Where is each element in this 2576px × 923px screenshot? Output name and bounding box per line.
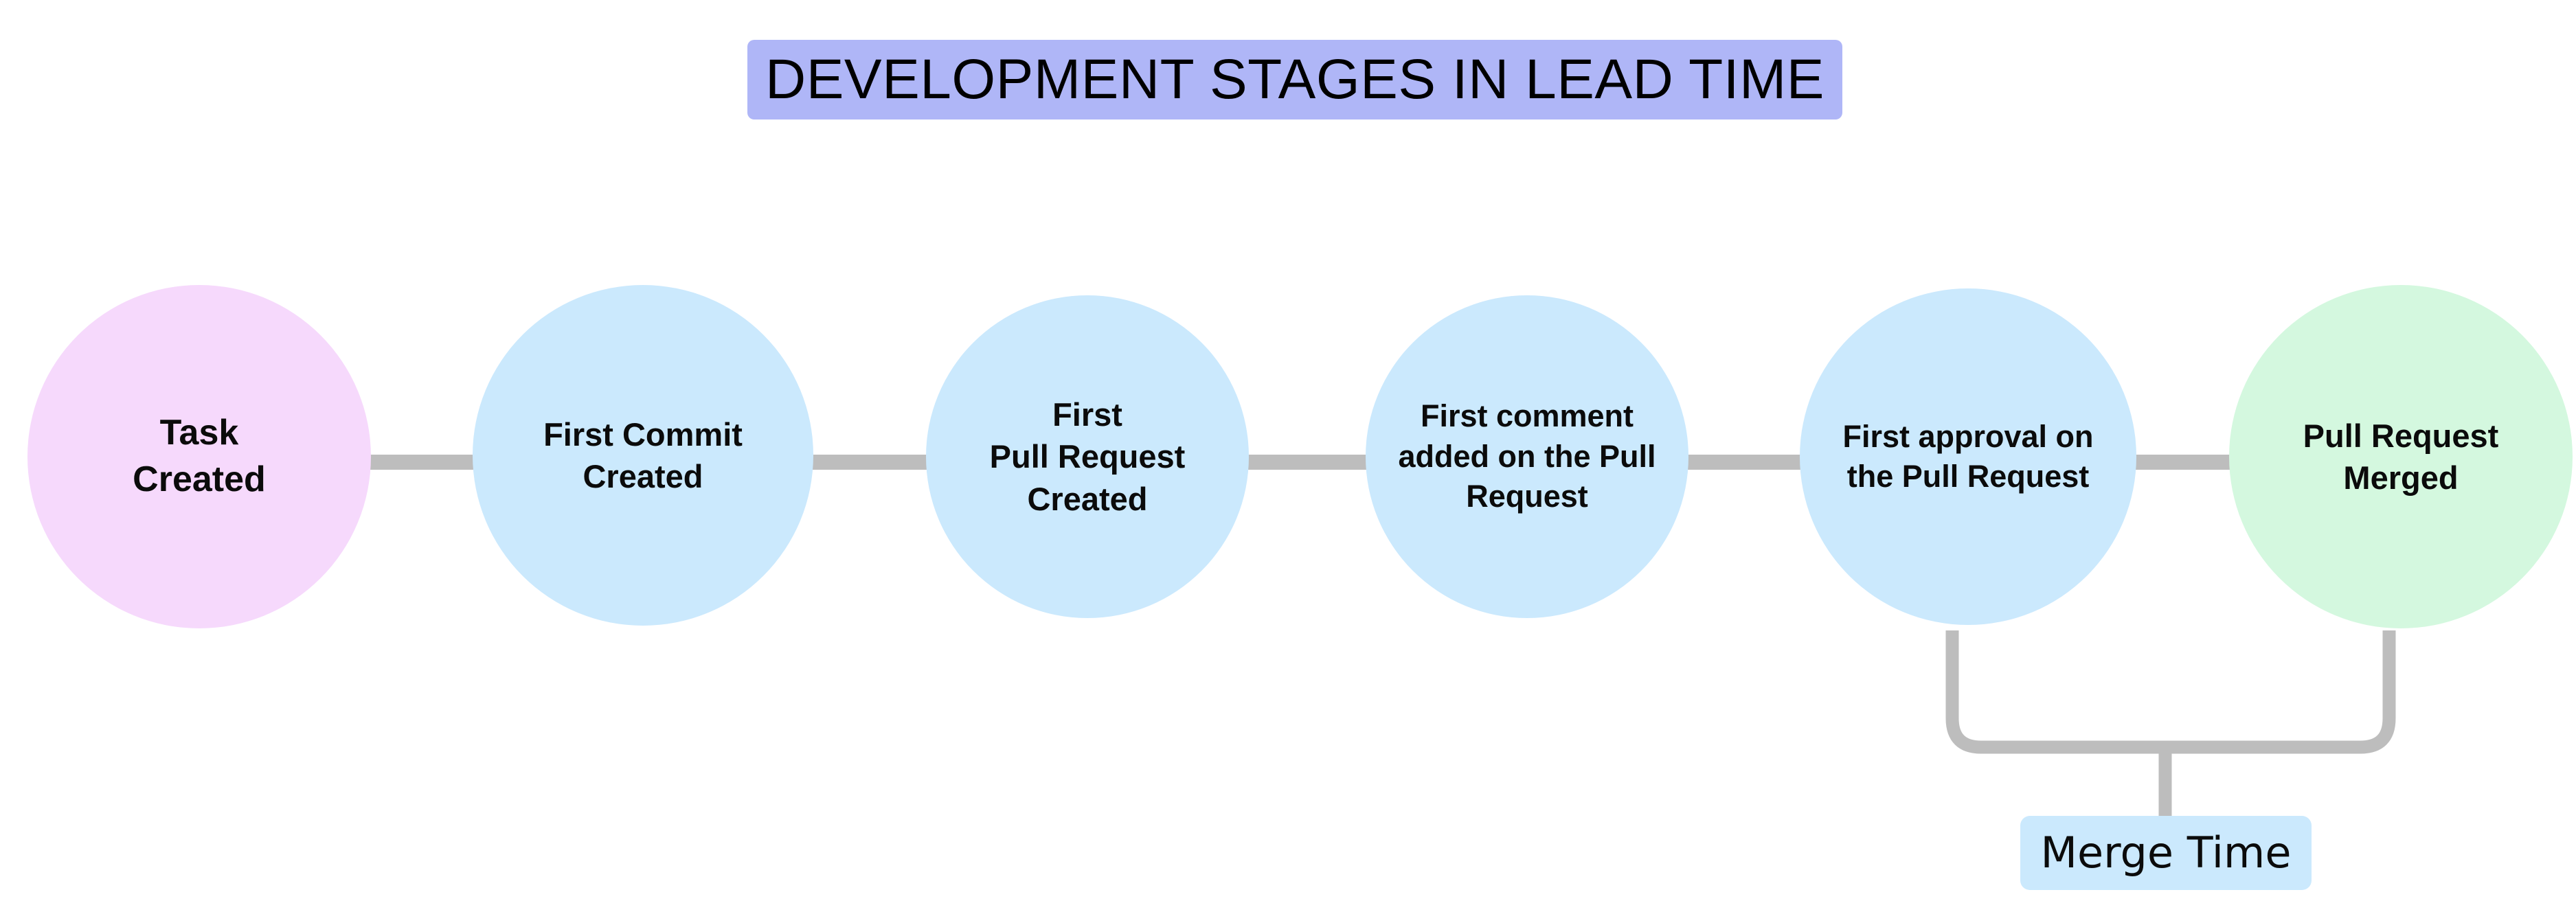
stage-first-commit-created[interactable]: First Commit Created (473, 285, 813, 626)
diagram-title-banner: DEVELOPMENT STAGES IN LEAD TIME (747, 40, 1842, 119)
stage-first-approval-on-pull-request[interactable]: First approval on the Pull Request (1800, 288, 2136, 625)
merge-time-bracket-path (1945, 630, 2396, 754)
stage-label: Pull Request Merged (2303, 417, 2499, 496)
stage-label: First approval on the Pull Request (1842, 418, 2094, 494)
merge-time-label: Merge Time (2040, 828, 2292, 878)
stage-first-pull-request-created[interactable]: First Pull Request Created (926, 295, 1249, 618)
stage-label: First Pull Request Created (989, 396, 1186, 517)
merge-time-chip: Merge Time (2020, 816, 2312, 890)
stage-label: First comment added on the Pull Request (1398, 398, 1656, 514)
link-5-6 (2132, 455, 2234, 470)
link-4-5 (1684, 455, 1807, 470)
stage-label: First Commit Created (543, 415, 743, 494)
stage-first-comment-on-pull-request[interactable]: First comment added on the Pull Request (1366, 295, 1688, 618)
stage-pull-request-merged[interactable]: Pull Request Merged (2229, 285, 2573, 628)
link-1-2 (368, 455, 478, 470)
page-title: DEVELOPMENT STAGES IN LEAD TIME (765, 48, 1824, 111)
link-3-4 (1245, 455, 1370, 470)
stage-label: Task Created (133, 413, 266, 499)
link-2-3 (811, 455, 931, 470)
stage-task-created[interactable]: Task Created (27, 285, 371, 628)
